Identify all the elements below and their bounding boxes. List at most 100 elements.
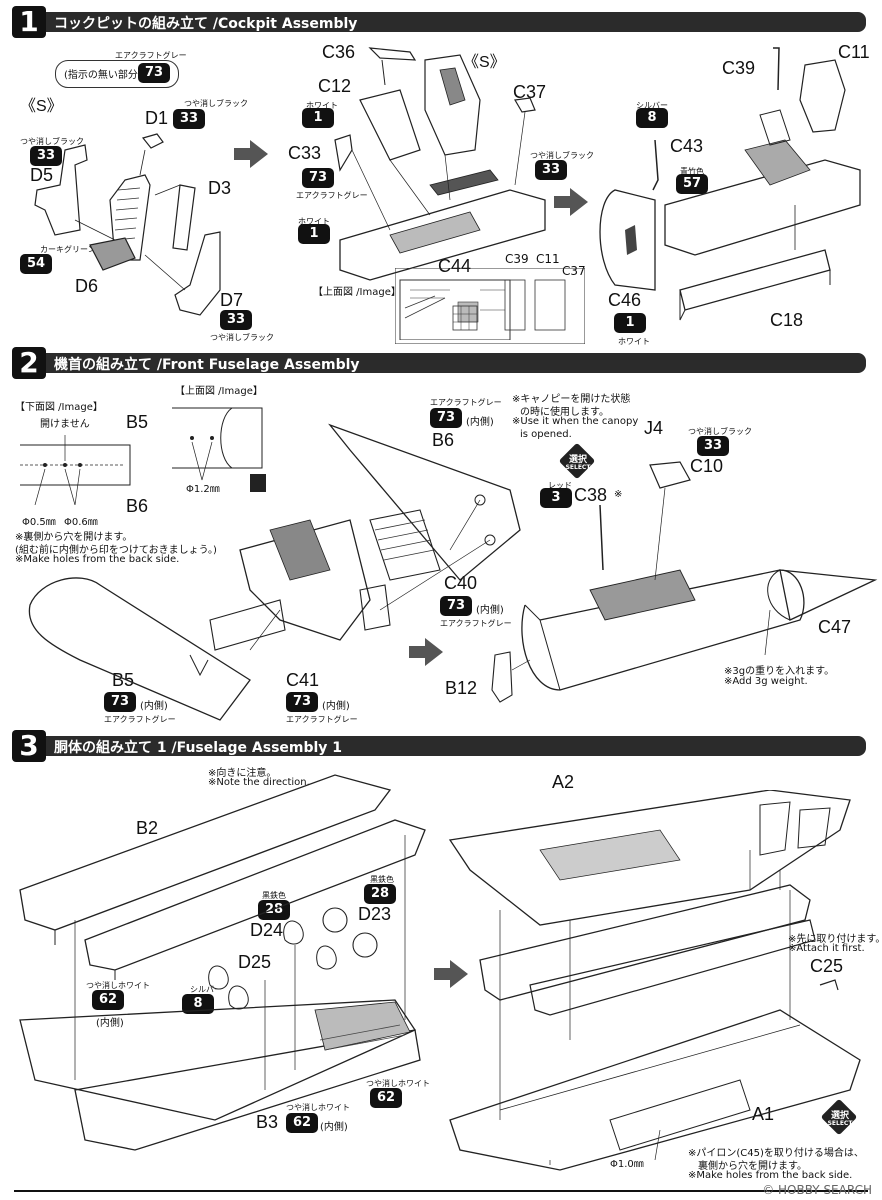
c38-color-badge: 3 xyxy=(540,488,572,508)
top-view-diagram xyxy=(172,407,263,481)
b2-color-badge: 62 xyxy=(92,990,124,1010)
watermark: © HOBBY SEARCH xyxy=(762,1183,872,1197)
default-color-box xyxy=(55,60,179,88)
part-b12: B12 xyxy=(445,678,478,698)
part-b3: B3 xyxy=(256,1112,279,1132)
drill-icon xyxy=(250,474,266,492)
cockpit-top-view-inset xyxy=(395,268,585,344)
d7-color-name: つや消しブラック xyxy=(210,333,274,342)
part-d25: D25 xyxy=(238,952,272,972)
part-b2: B2 xyxy=(136,818,159,838)
part-d6: D6 xyxy=(75,276,99,296)
step-1-header: 1 コックピットの組み立て /Cockpit Assembly xyxy=(12,6,866,38)
select-icon-step2: 選択 SELECT xyxy=(558,442,596,480)
step-2-title: 機首の組み立て /Front Fuselage Assembly xyxy=(54,357,360,373)
front-fuselage-assembled-drawing xyxy=(491,461,878,703)
c44-color-badge: 1 xyxy=(298,224,330,244)
part-c33: C33 xyxy=(288,143,322,163)
step2-flow-arrow xyxy=(409,638,443,666)
c33-color-badge: 73 xyxy=(302,168,334,188)
d24-color-name: 黒鉄色 xyxy=(262,891,286,900)
part-d5: D5 xyxy=(30,165,54,185)
part-c44: C44 xyxy=(438,256,472,276)
bottom-view-diagram xyxy=(20,435,131,505)
pylon-note-jp-1: ※パイロン(C45)を取り付ける場合は、 xyxy=(688,1148,864,1159)
b3r-color-badge: 62 xyxy=(370,1088,402,1108)
c41-color-side: (内側) xyxy=(322,701,350,712)
part-d24: D24 xyxy=(250,920,284,940)
c38-color-name: レッド xyxy=(548,481,572,490)
step1-flow-arrow-2 xyxy=(554,188,588,216)
c43-silver-badge: 8 xyxy=(636,108,668,128)
cockpit-final-drawing xyxy=(599,47,861,321)
hole-note-2: (組む前に内側から印をつけておきましょう。) xyxy=(15,545,217,556)
dia-05-label: Φ0.5㎜ xyxy=(22,517,56,528)
c40-color-name: エアクラフトグレー xyxy=(440,619,512,628)
hole-note-3: ※Make holes from the back side. xyxy=(15,554,180,565)
default-color-note: (指示の無い部分) xyxy=(64,70,142,81)
step-1-title: コックピットの組み立て /Cockpit Assembly xyxy=(54,16,358,32)
b6-color-badge: 73 xyxy=(430,408,462,428)
fuselage-assembled-drawing xyxy=(448,790,861,1171)
weight-note-jp: ※3gの重りを入れます。 xyxy=(724,666,835,677)
top-view-label-1: 【上面図 /Image】 xyxy=(313,287,401,298)
c12-color-name: ホワイト xyxy=(306,101,338,110)
b3-color-name: つや消しホワイト xyxy=(286,1103,350,1112)
part-c37: C37 xyxy=(513,82,547,102)
canopy-note-1: ※キャノピーを開けた状態 xyxy=(512,394,631,405)
d23-color-badge: 28 xyxy=(364,884,396,904)
pylon-note-jp-2: 裏側から穴を開けます。 xyxy=(698,1161,807,1172)
d23-color-name: 黒鉄色 xyxy=(370,875,394,884)
c43-green-name: 青竹色 xyxy=(680,167,704,176)
fuselage-exploded-drawing xyxy=(19,774,426,1151)
step-2-number: 2 xyxy=(12,347,46,379)
pylon-note-en: ※Make holes from the back side. xyxy=(688,1170,853,1181)
c46-color-name: ホワイト xyxy=(618,337,650,346)
dia-06-label: Φ0.6㎜ xyxy=(64,517,98,528)
select-jp-3: 選択 xyxy=(830,1111,849,1121)
step-3-title: 胴体の組み立て 1 /Fuselage Assembly 1 xyxy=(54,740,343,756)
d25-color-name: シルバー xyxy=(190,985,222,994)
part-d1: D1 xyxy=(145,108,169,128)
c10-color-name: つや消しブラック xyxy=(688,427,752,436)
part-c36: C36 xyxy=(322,42,356,62)
step3-flow-arrow xyxy=(434,960,468,988)
part-c39-inset: C39 xyxy=(505,252,529,266)
c40-color-badge: 73 xyxy=(440,596,472,616)
d7-color-badge: 33 xyxy=(220,310,252,330)
b5-color-side: (内側) xyxy=(140,701,168,712)
c37-color-badge: 33 xyxy=(535,160,567,180)
part-c11: C11 xyxy=(838,42,870,62)
c43-silver-name: シルバー xyxy=(636,101,668,110)
part-c46: C46 xyxy=(608,290,642,310)
default-color-badge: 73 xyxy=(138,63,170,83)
c46-color-badge: 1 xyxy=(614,313,646,333)
c44-color-name: ホワイト xyxy=(298,217,330,226)
part-d7: D7 xyxy=(220,290,244,310)
b5-color-badge: 73 xyxy=(104,692,136,712)
c33-color-name: エアクラフトグレー xyxy=(296,191,368,200)
part-j4: J4 xyxy=(644,418,664,438)
top-view-label-2: 【上面図 /Image】 xyxy=(175,386,263,397)
c40-color-side: (内側) xyxy=(476,605,504,616)
attach-note-en: ※Attach it first. xyxy=(788,943,865,954)
front-fuselage-exploded-drawing xyxy=(28,423,521,721)
d1-color-name: つや消しブラック xyxy=(184,99,248,108)
dia-12-label: Φ1.2㎜ xyxy=(186,484,220,495)
select-en-3: SELECT xyxy=(827,1120,853,1127)
seat-parts-drawing xyxy=(34,133,221,316)
c41-color-badge: 73 xyxy=(286,692,318,712)
c12-color-badge: 1 xyxy=(302,108,334,128)
part-c25: C25 xyxy=(810,956,844,976)
variant-s-left: 《S》 xyxy=(20,98,63,115)
part-c10: C10 xyxy=(690,456,724,476)
part-c43: C43 xyxy=(670,136,704,156)
cockpit-tub-drawing xyxy=(334,47,546,340)
canopy-note-4: is opened. xyxy=(520,429,572,440)
bottom-view-label: 【下面図 /Image】 xyxy=(15,402,103,413)
part-c41: C41 xyxy=(286,670,320,690)
c38-asterisk: ※ xyxy=(614,489,623,500)
part-a2: A2 xyxy=(552,772,575,792)
attach-note-jp: ※先に取り付けます。 xyxy=(788,934,882,945)
step-3-header: 3 胴体の組み立て 1 /Fuselage Assembly 1 xyxy=(12,730,866,762)
